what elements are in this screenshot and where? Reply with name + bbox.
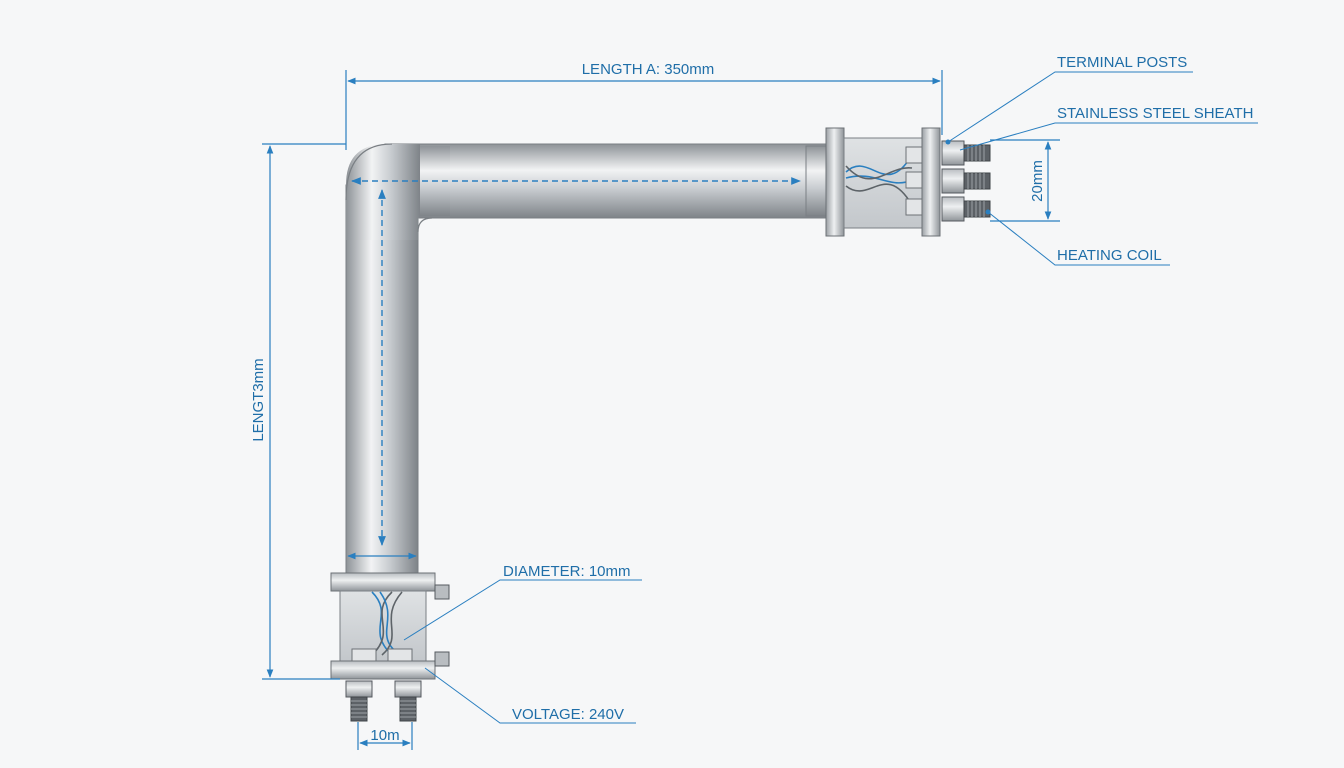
diameter-label: DIAMETER: 10mm [503,563,631,580]
dimension-20mm-label: 20mm [1029,160,1046,202]
stainless-steel-sheath-label: STAINLESS STEEL SHEATH [1057,105,1253,122]
terminal-posts-label: TERMINAL POSTS [1057,54,1187,71]
length-b-label: LENGT3mm [250,358,267,441]
dimension-10m-label: 10m [370,727,399,744]
length-a-label: LENGTH A: 350mm [582,61,715,78]
voltage-label: VOLTAGE: 240V [512,706,624,723]
bottom-terminal-assembly [330,572,450,722]
terminal-posts [941,140,991,222]
heating-coil-label: HEATING COIL [1057,247,1162,264]
leader-lines [403,71,1258,724]
dimension-lines [262,70,1060,750]
right-terminal-assembly [805,127,991,237]
stainless-steel-pipe [345,143,829,578]
